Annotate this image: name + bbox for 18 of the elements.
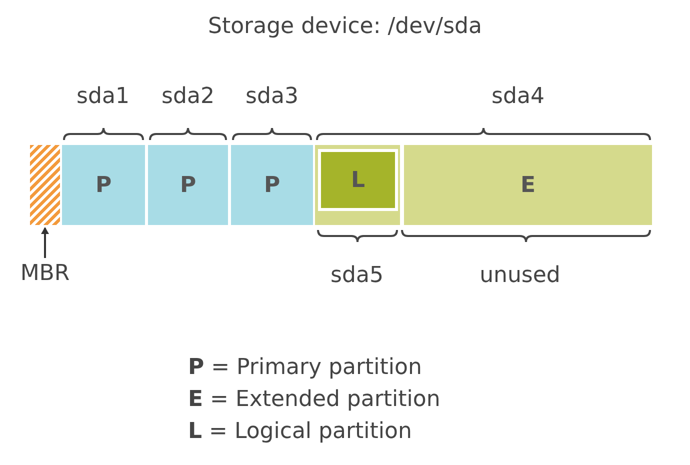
- legend-text: P = Primary partition: [188, 355, 422, 380]
- partition-name: sda4: [492, 84, 544, 109]
- legend-text: L = Logical partition: [188, 419, 412, 444]
- partition-block: P: [148, 145, 228, 225]
- partition-name: sda2: [162, 84, 214, 109]
- legend-text: E = Extended partition: [188, 387, 440, 412]
- partition-name: sda1: [76, 84, 130, 109]
- diagram-title: Storage device: /dev/sda: [208, 14, 482, 39]
- partition-name: sda5: [330, 263, 384, 288]
- partition-name: unused: [480, 263, 560, 288]
- partition-block: P: [231, 145, 313, 225]
- extended-partition-band: [315, 145, 652, 225]
- mbr-block: [30, 145, 60, 225]
- partition-block: P: [62, 145, 145, 225]
- logical-partition-block: L: [318, 149, 398, 211]
- mbr-label: MBR: [16, 258, 74, 288]
- partition-name: sda3: [246, 84, 298, 109]
- arrow: [41, 227, 49, 258]
